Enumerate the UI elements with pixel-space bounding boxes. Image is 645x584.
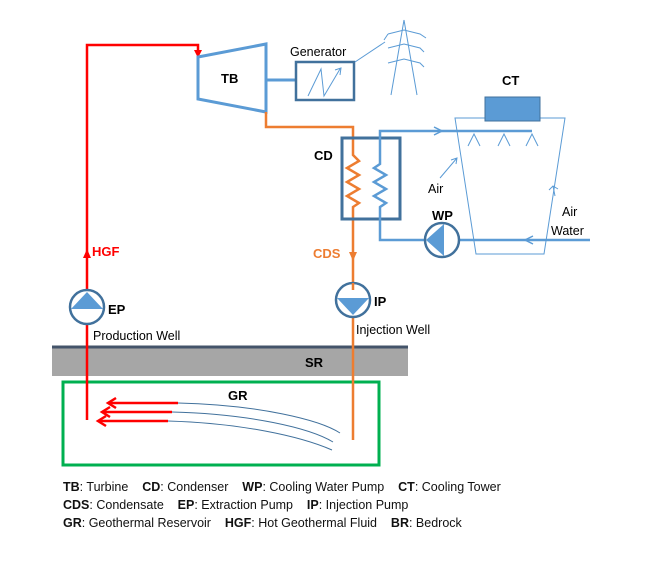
legend-row-1: TB: Turbine CD: Condenser WP: Cooling Wa… (63, 480, 501, 494)
arrow-down-icon (349, 252, 357, 261)
cd-label: CD (314, 148, 333, 163)
legend-text: : Cooling Water Pump (262, 480, 385, 494)
tb-label: TB (221, 71, 238, 86)
generator-symbol (307, 67, 342, 98)
ct-label: CT (502, 73, 519, 88)
air-arrows (439, 157, 559, 197)
hot-fluid-arrows (95, 396, 178, 428)
arrow-left-icon (523, 235, 534, 245)
legend-abbr: IP (306, 498, 319, 512)
legend-abbr: CD (142, 480, 161, 494)
legend-text: : Turbine (79, 480, 129, 494)
cooling-tower-fan[interactable] (484, 96, 541, 122)
legend-text: : Extraction Pump (194, 498, 294, 512)
water-label: Water (551, 224, 584, 238)
legend-text: : Condenser (160, 480, 229, 494)
injection-pump[interactable] (334, 281, 372, 319)
legend-abbr: WP (242, 480, 263, 494)
production-well-label: Production Well (93, 329, 180, 343)
spray-nozzles (467, 132, 539, 147)
arrow-right-icon (433, 126, 444, 136)
injection-well-label: Injection Well (356, 323, 430, 337)
legend-abbr: HGF (224, 516, 252, 530)
cooling-water-pipe (371, 129, 590, 242)
legend-abbr: TB (63, 480, 80, 494)
generator-label: Generator (290, 45, 346, 59)
gr-label: GR (228, 388, 248, 403)
legend-text: : Bedrock (408, 516, 462, 530)
hgf-label: HGF (92, 244, 120, 259)
air-label-right: Air (562, 205, 577, 219)
hot-fluid-pipe (85, 43, 200, 420)
power-tower-icon (354, 19, 427, 96)
geothermal-reservoir (61, 380, 381, 467)
legend-abbr: BR (390, 516, 409, 530)
condensate-pipe (264, 112, 362, 440)
wp-label: WP (432, 208, 453, 223)
legend-abbr: EP (177, 498, 195, 512)
sr-label: SR (305, 355, 324, 370)
flow-lines (167, 402, 341, 451)
air-label-left: Air (428, 182, 443, 196)
legend-abbr: CT (398, 480, 415, 494)
arrow-down-icon (194, 50, 202, 58)
legend-abbr: CDS (63, 498, 90, 512)
surface-rock (52, 348, 408, 376)
legend-text: : Hot Geothermal Fluid (251, 516, 378, 530)
legend-text: : Injection Pump (318, 498, 409, 512)
ep-label: EP (108, 302, 126, 317)
arrow-up-icon (83, 249, 91, 258)
condenser[interactable] (340, 136, 402, 221)
cooling-water-pump[interactable] (423, 221, 461, 259)
ip-label: IP (374, 294, 387, 309)
legend-text: : Geothermal Reservoir (81, 516, 211, 530)
legend-abbr: GR (63, 516, 82, 530)
legend-row-2: CDS: Condensate EP: Extraction Pump IP: … (63, 498, 408, 512)
legend-row-3: GR: Geothermal Reservoir HGF: Hot Geothe… (63, 516, 462, 530)
legend-text: : Cooling Tower (414, 480, 501, 494)
cds-label: CDS (313, 246, 341, 261)
legend-text: : Condensate (89, 498, 164, 512)
extraction-pump[interactable] (68, 288, 106, 326)
